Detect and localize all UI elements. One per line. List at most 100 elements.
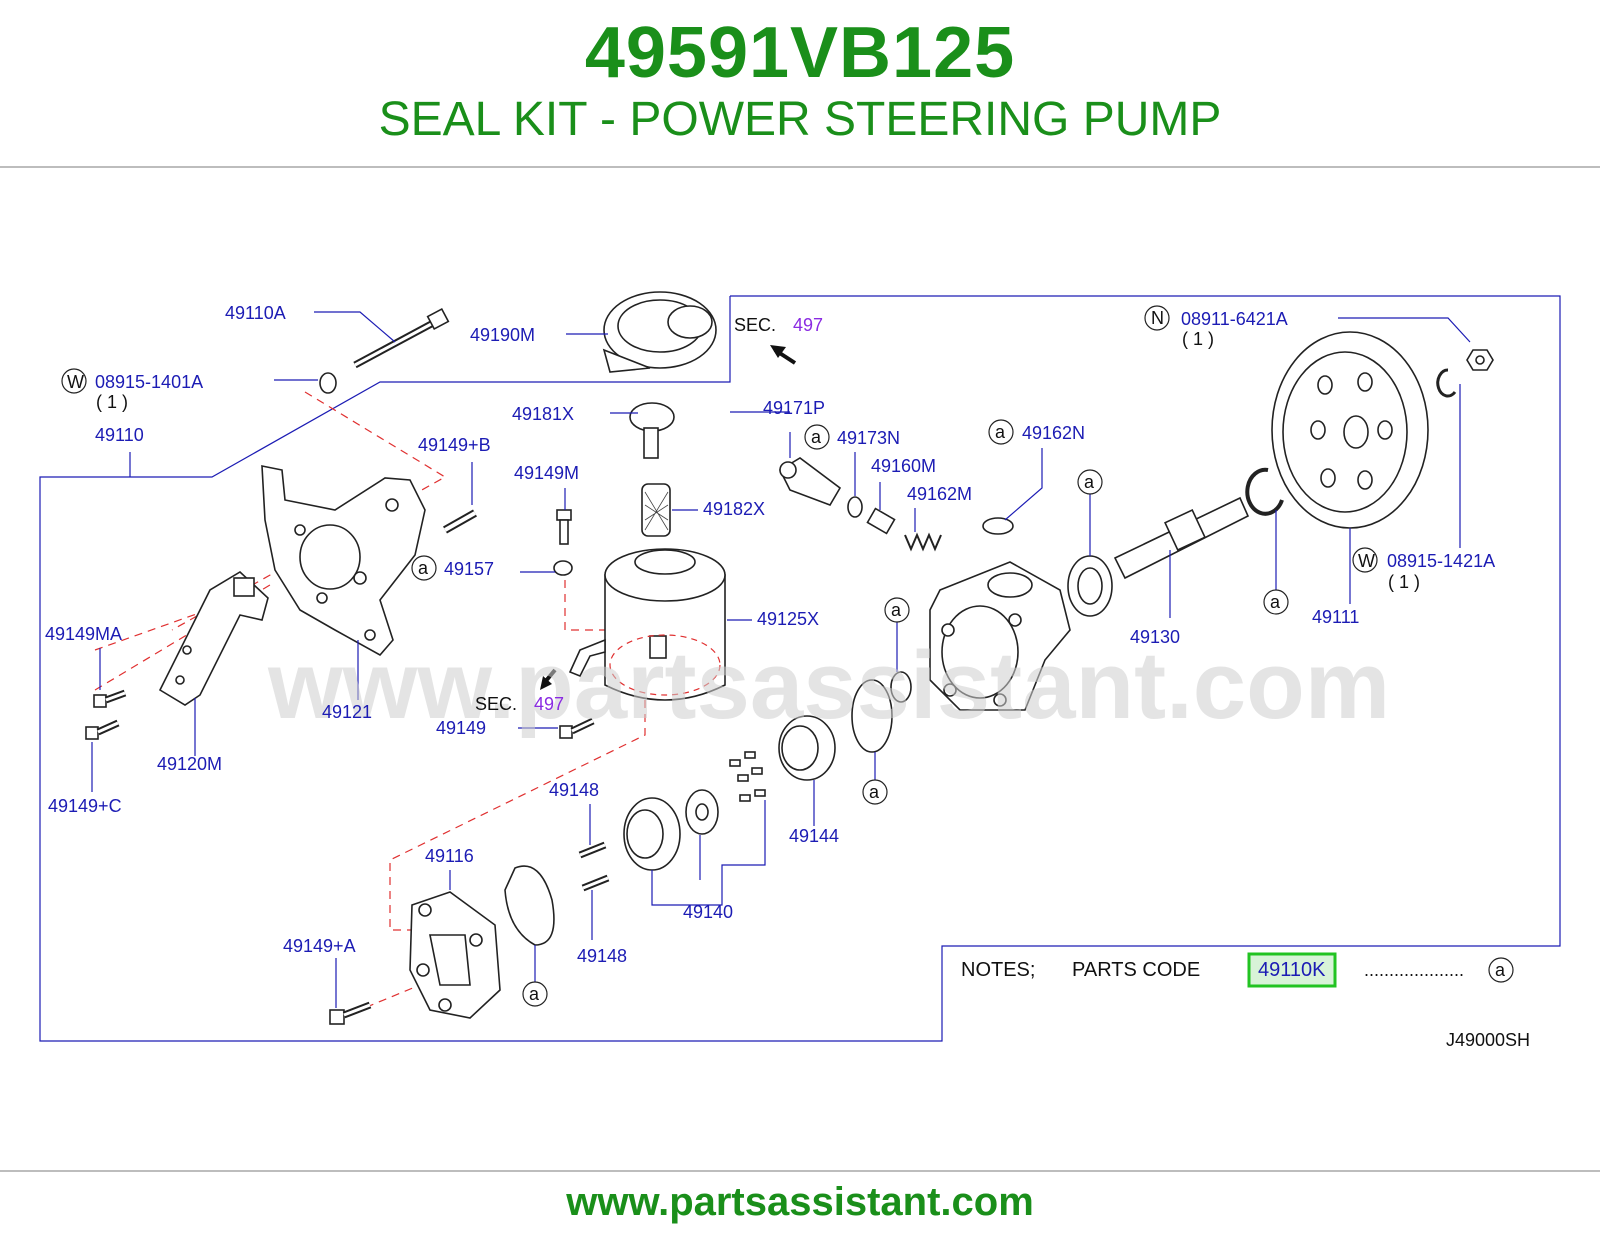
spring-49162m bbox=[904, 532, 942, 552]
watermark-text: www.partsassistant.com bbox=[267, 632, 1390, 739]
header-divider bbox=[0, 166, 1600, 168]
w-marker-1 bbox=[61, 368, 87, 394]
label-08915-1421a: 08915-1421A bbox=[1387, 551, 1495, 571]
oil-seal bbox=[1067, 555, 1113, 617]
reservoir-cap bbox=[629, 402, 675, 459]
label-49149m: 49149M bbox=[514, 463, 579, 483]
ref-a-oring bbox=[884, 597, 910, 623]
dash-line-housing bbox=[389, 700, 646, 931]
label-49149ma: 49149MA bbox=[45, 624, 122, 644]
label-08911-6421a: 08911-6421A bbox=[1181, 309, 1288, 329]
assembly-frame bbox=[39, 295, 1561, 1042]
long-bolt bbox=[353, 307, 450, 369]
diagram-code: J49000SH bbox=[1446, 1030, 1530, 1050]
label-sec-upper: SEC. bbox=[734, 315, 776, 335]
bolt-49149b bbox=[443, 509, 477, 534]
o-ring-pump bbox=[890, 671, 912, 703]
part-description: SEAL KIT - POWER STEERING PUMP bbox=[378, 93, 1222, 146]
label-49140: 49140 bbox=[683, 902, 733, 922]
washer-right bbox=[1436, 368, 1457, 398]
ref-a-oring-letter: a bbox=[891, 600, 902, 620]
pin-lower bbox=[581, 874, 610, 892]
rear-housing bbox=[409, 891, 501, 1019]
label-49110a: 49110A bbox=[225, 303, 286, 323]
w-marker-2 bbox=[1352, 547, 1378, 573]
part-number-title: 49591VB125 bbox=[584, 13, 1016, 93]
label-49120m: 49120M bbox=[157, 754, 222, 774]
label-49162m: 49162M bbox=[907, 484, 972, 504]
label-49149: 49149 bbox=[436, 718, 486, 738]
label-49149b: 49149+B bbox=[418, 435, 491, 455]
notes-dots: .................... bbox=[1364, 960, 1464, 980]
label-49144: 49144 bbox=[789, 826, 839, 846]
ref-a-gasket-letter: a bbox=[869, 782, 880, 802]
ref-a-gasket bbox=[862, 779, 888, 805]
ref-a-49157-letter: a bbox=[418, 558, 429, 578]
label-49148-upper: 49148 bbox=[549, 780, 599, 800]
pulley bbox=[1271, 331, 1429, 529]
label-49190m: 49190M bbox=[470, 325, 535, 345]
label-08915-1401a: 08915-1401A bbox=[95, 372, 203, 392]
pump-body bbox=[929, 561, 1071, 711]
ref-a-49162n bbox=[988, 419, 1014, 445]
ref-a-49173n-letter: a bbox=[811, 427, 822, 447]
label-49181x: 49181X bbox=[512, 404, 574, 424]
o-ring-49173n bbox=[847, 496, 863, 518]
parts-code-highlight bbox=[1247, 952, 1337, 988]
reservoir-tank bbox=[568, 548, 726, 701]
label-49110: 49110 bbox=[95, 425, 144, 445]
snap-ring bbox=[1245, 467, 1284, 516]
label-49182x: 49182X bbox=[703, 499, 765, 519]
leader-49110a bbox=[314, 311, 396, 343]
arrow-head-lower bbox=[540, 676, 552, 690]
bolt-49149ma bbox=[93, 689, 127, 708]
n-marker-letter: N bbox=[1151, 308, 1164, 328]
label-49148-lower: 49148 bbox=[577, 946, 627, 966]
ref-a-rear-gasket-letter: a bbox=[529, 984, 540, 1004]
label-sec-lower-num[interactable]: 497 bbox=[534, 694, 564, 714]
ref-a-49157 bbox=[411, 555, 437, 581]
label-sec-upper-num[interactable]: 497 bbox=[793, 315, 823, 335]
mounting-bracket bbox=[261, 465, 426, 657]
label-49171p: 49171P bbox=[763, 398, 825, 418]
label-49121: 49121 bbox=[322, 702, 372, 722]
w-marker-2-letter: W bbox=[1358, 551, 1375, 571]
qty-08915-1401a: ( 1 ) bbox=[96, 392, 128, 412]
leader-08911-6421a bbox=[1338, 317, 1471, 343]
vanes bbox=[729, 751, 766, 802]
pipe-connector bbox=[778, 457, 842, 506]
qty-08915-1421a: ( 1 ) bbox=[1388, 572, 1420, 592]
bolt-49149a bbox=[329, 1001, 372, 1025]
ref-a-seal bbox=[1077, 469, 1103, 495]
o-ring-49162n bbox=[982, 517, 1014, 535]
label-49125x: 49125X bbox=[757, 609, 819, 629]
label-49130: 49130 bbox=[1130, 627, 1180, 647]
label-49149a: 49149+A bbox=[283, 936, 356, 956]
n-marker bbox=[1144, 305, 1170, 331]
parts-code-value[interactable]: 49110K bbox=[1258, 959, 1326, 981]
label-49116: 49116 bbox=[425, 846, 474, 866]
notes-ref-a bbox=[1488, 957, 1514, 983]
label-49173n: 49173N bbox=[837, 428, 900, 448]
notes-ref-a-letter: a bbox=[1495, 960, 1506, 980]
lower-bracket bbox=[158, 571, 269, 706]
ref-a-49162n-letter: a bbox=[995, 422, 1006, 442]
bolt-49149c bbox=[85, 719, 120, 740]
label-sec-lower: SEC. bbox=[475, 694, 517, 714]
label-49162n: 49162N bbox=[1022, 423, 1085, 443]
leader-49162n bbox=[1004, 448, 1043, 521]
valve-49160m bbox=[866, 507, 896, 535]
rotor bbox=[685, 789, 719, 835]
footer-divider bbox=[0, 1170, 1600, 1172]
drive-shaft bbox=[1113, 496, 1250, 580]
label-49157: 49157 bbox=[444, 559, 494, 579]
reservoir-filter bbox=[641, 483, 671, 537]
reservoir-cap-cover bbox=[602, 291, 717, 373]
nut bbox=[1466, 349, 1494, 371]
label-49149c: 49149+C bbox=[48, 796, 122, 816]
notes-label: NOTES; bbox=[961, 959, 1035, 981]
washer-49157 bbox=[553, 560, 573, 576]
ref-a-snap-ring bbox=[1263, 589, 1289, 615]
washer-left bbox=[319, 372, 337, 394]
footer-url-link[interactable]: www.partsassistant.com bbox=[566, 1180, 1034, 1224]
